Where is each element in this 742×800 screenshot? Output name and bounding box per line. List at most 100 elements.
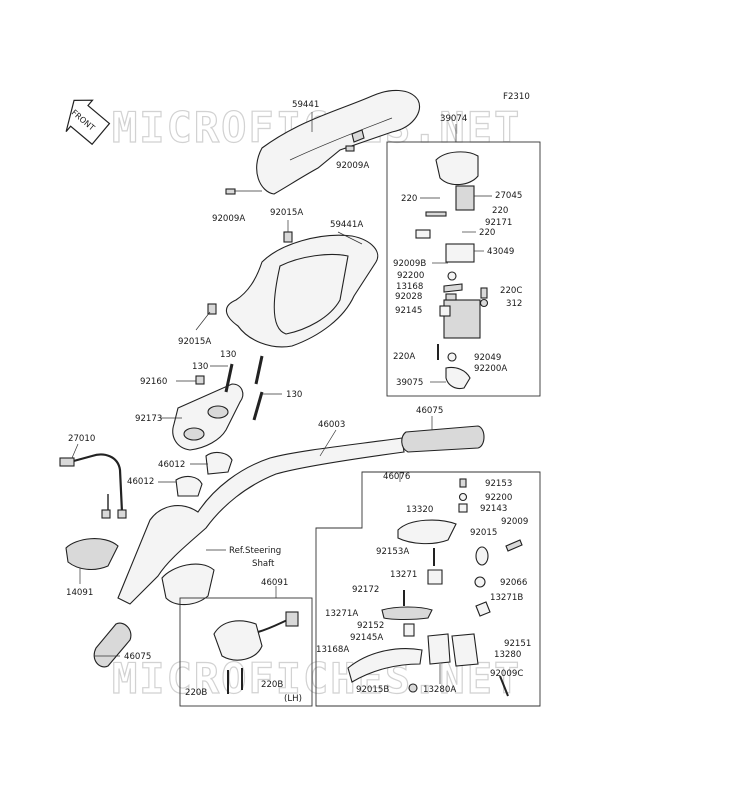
label-13168: 13168 <box>396 282 423 292</box>
lever-13168 <box>443 283 463 293</box>
label-92172: 92172 <box>352 585 379 595</box>
label-92009: 92009 <box>501 517 528 527</box>
label-92049: 92049 <box>474 353 501 363</box>
figure-code: F2310 <box>503 92 530 102</box>
throttle-housing-part <box>415 151 481 390</box>
label-220a: 220A <box>393 352 415 362</box>
bolt-130-c <box>252 391 264 421</box>
collar-92143 <box>458 503 468 513</box>
label-13168a: 13168A <box>316 645 349 655</box>
label-46075-low: 46075 <box>124 652 151 662</box>
label-46075-top: 46075 <box>416 406 443 416</box>
label-92143: 92143 <box>480 504 507 514</box>
brake-lever-13320 <box>397 519 457 545</box>
label-92009a-top: 92009A <box>336 161 369 171</box>
label-46076: 46076 <box>383 472 410 482</box>
label-43049: 43049 <box>487 247 514 257</box>
label-92028: 92028 <box>395 292 422 302</box>
label-92160: 92160 <box>140 377 167 387</box>
label-92151: 92151 <box>504 639 531 649</box>
lever-13168a <box>347 648 423 683</box>
label-220-a: 220 <box>401 194 417 204</box>
label-39074: 39074 <box>440 114 467 124</box>
label-13320: 13320 <box>406 505 433 515</box>
label-92066: 92066 <box>500 578 527 588</box>
grommet-92015a-low <box>207 303 217 315</box>
plate-13271a <box>381 606 433 621</box>
upper-cover-part <box>256 89 420 195</box>
label-27045: 27045 <box>495 191 522 201</box>
left-switch-part <box>213 611 299 661</box>
label-130-c: 130 <box>286 390 302 400</box>
screw-92009a-top <box>345 145 355 152</box>
bolt-130-a <box>224 363 234 393</box>
label-46091: 46091 <box>261 578 288 588</box>
bolt-92153 <box>459 478 467 488</box>
nut-92015b <box>408 683 418 693</box>
washer-92049 <box>447 352 457 362</box>
label-92200-a: 92200 <box>397 271 424 281</box>
ref-note-line1: Ref.Steering <box>229 546 281 556</box>
front-arrow-icon: FRONT <box>65 99 111 146</box>
handlebar-part <box>117 437 405 605</box>
lower-cover-part <box>225 231 379 348</box>
clamp-46012-b <box>175 475 203 497</box>
throttle-cable-part <box>59 453 127 519</box>
label-92009c: 92009C <box>490 669 523 679</box>
label-92015a-low: 92015A <box>178 337 211 347</box>
holder-13280a <box>427 633 451 665</box>
label-92153: 92153 <box>485 479 512 489</box>
label-312: 312 <box>506 299 522 309</box>
label-92200-b: 92200 <box>485 493 512 503</box>
label-14091: 14091 <box>66 588 93 598</box>
label-92200a: 92200A <box>474 364 507 374</box>
label-46012-a: 46012 <box>158 460 185 470</box>
label-13280a: 13280A <box>423 685 456 695</box>
label-46012-b: 46012 <box>127 477 154 487</box>
label-92015a-mid: 92015A <box>270 208 303 218</box>
label-92171: 92171 <box>485 218 512 228</box>
screw-92009c <box>499 675 509 697</box>
label-130-a: 130 <box>192 362 208 372</box>
grommet-92015a <box>283 231 293 243</box>
box-39074 <box>386 141 541 397</box>
label-92153a: 92153A <box>376 547 409 557</box>
washer-92200 <box>447 271 457 281</box>
clamp-46012-a <box>205 451 233 475</box>
screw-92009a-left <box>225 188 236 195</box>
right-grip-part <box>401 425 485 453</box>
screw-92009 <box>505 539 523 552</box>
label-13271a: 13271A <box>325 609 358 619</box>
bracket-13271 <box>427 569 443 585</box>
washer-92200-b <box>458 492 468 502</box>
label-92015: 92015 <box>470 528 497 538</box>
label-92145a: 92145A <box>350 633 383 643</box>
collar-92160 <box>195 375 205 385</box>
spring-92145a <box>403 623 415 637</box>
label-92173: 92173 <box>135 414 162 424</box>
label-92145: 92145 <box>395 306 422 316</box>
steering-shaft-ref <box>161 563 215 606</box>
label-220b-b: 220B <box>261 680 283 690</box>
label-92009a-left: 92009A <box>212 214 245 224</box>
label-220c: 220C <box>500 286 522 296</box>
label-220-c: 220 <box>479 228 495 238</box>
label-92009b: 92009B <box>393 259 426 269</box>
bolt-130-b <box>254 355 264 385</box>
plate-13271b <box>475 601 491 617</box>
label-39075: 39075 <box>396 378 423 388</box>
box-46076 <box>315 471 541 707</box>
lh-note: (LH) <box>284 694 302 704</box>
label-46003: 46003 <box>318 420 345 430</box>
switch-cover-14091 <box>65 538 119 571</box>
label-220b-a: 220B <box>185 688 207 698</box>
label-59441: 59441 <box>292 100 319 110</box>
nut-92015 <box>475 546 489 566</box>
spring-92066 <box>474 576 486 588</box>
label-27010: 27010 <box>68 434 95 444</box>
label-130-b: 130 <box>220 350 236 360</box>
box-46091 <box>179 597 313 707</box>
label-59441a: 59441A <box>330 220 363 230</box>
holder-13280 <box>451 633 479 667</box>
